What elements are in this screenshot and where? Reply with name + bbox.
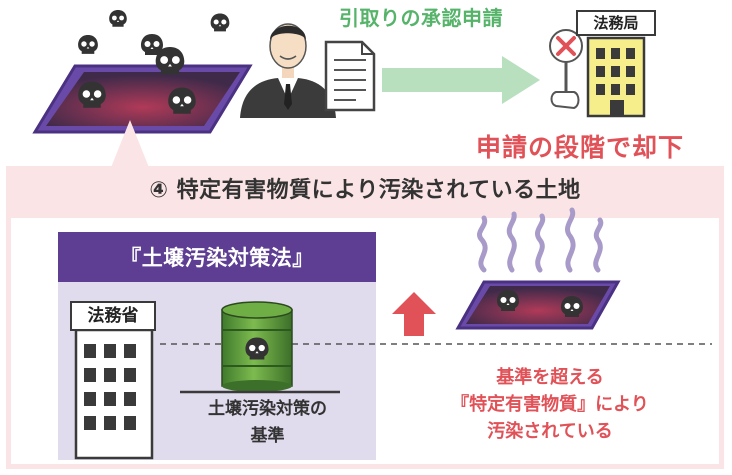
reject-sign-icon [549, 29, 583, 110]
reject-text: 申請の段階で却下 [475, 133, 684, 162]
standard-label-line1: 土壌汚染対策の [208, 399, 327, 419]
panel-header [6, 166, 724, 218]
arrow-up-icon [392, 292, 436, 336]
document-icon [324, 40, 376, 112]
legal-affairs-bureau-sign: 法務局 [576, 10, 656, 36]
businessman-icon [240, 23, 336, 118]
government-building-icon [74, 328, 154, 460]
exceed-line1: 基準を超える [496, 367, 604, 388]
exceed-explanation: 基準を超える 『特定有害物質』により 汚染されている [400, 364, 700, 445]
arrow-right-icon [382, 56, 540, 104]
standard-label: 土壌汚染対策の 基準 [165, 396, 370, 450]
toxic-fumes-icon [477, 207, 604, 273]
toxic-barrel-icon [221, 301, 293, 392]
callout-pointer [110, 120, 150, 170]
panel-title: ④ 特定有害物質により汚染されている土地 [149, 178, 581, 203]
ministry-of-justice-sign: 法務省 [70, 301, 156, 331]
contaminated-land-icon [455, 280, 621, 330]
exceed-line3: 汚染されている [487, 421, 613, 442]
exceed-line2: 『特定有害物質』により [451, 394, 649, 415]
government-building-icon [586, 36, 646, 118]
law-heading: 『土壌汚染対策法』 [58, 232, 376, 282]
standard-label-line2: 基準 [250, 426, 285, 446]
request-label: 引取りの承認申請 [339, 6, 503, 30]
